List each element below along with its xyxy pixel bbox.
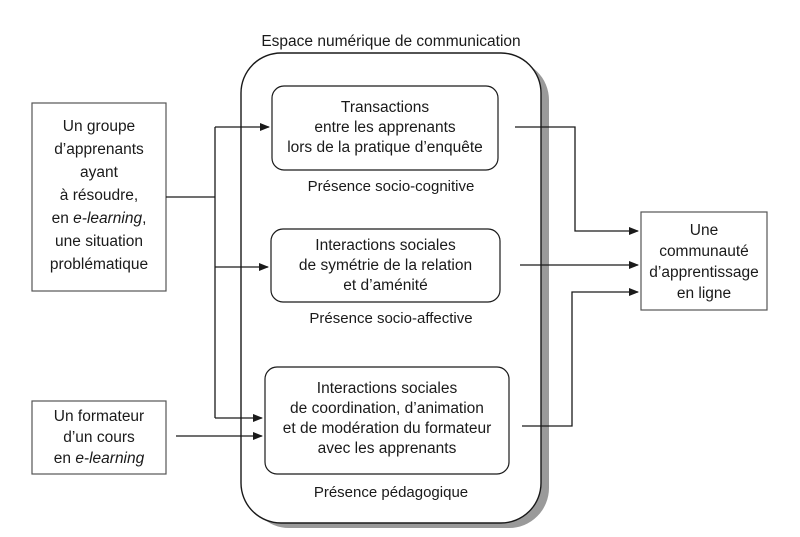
- trainer-line: Un formateur: [53, 408, 145, 425]
- cognitive-line: Transactions: [340, 99, 430, 116]
- group-line: une situation: [55, 233, 143, 250]
- learner-group-text: Un groupe d’apprenants ayant à résoudre,…: [32, 115, 166, 276]
- arrow-pedagogic-to-community: [522, 288, 639, 427]
- group-line: à résoudre,: [59, 187, 139, 204]
- pedagogic-box: [264, 366, 510, 475]
- online-community-box: [640, 211, 768, 311]
- group-line: d’apprenants: [54, 141, 144, 158]
- online-community-text: Une communauté d’apprentissage en ligne: [641, 220, 767, 304]
- group-line-prefix: en: [51, 210, 74, 227]
- trainer-box: [31, 400, 167, 475]
- socio-cognitive-caption: Présence socio-cognitive: [307, 178, 475, 195]
- pedagogic-line: et de modération du formateur: [282, 420, 492, 437]
- pedagogic-line: Interactions sociales: [316, 380, 458, 397]
- community-line: communauté: [659, 243, 749, 260]
- trainer-line-prefix: en: [53, 450, 76, 467]
- trainer-line: en e-learning: [32, 448, 166, 469]
- affective-line: et d’aménité: [343, 277, 428, 294]
- group-line: problématique: [49, 256, 149, 273]
- pedagogic-line: de coordination, d’animation: [290, 400, 484, 417]
- group-line-suffix: ,: [142, 210, 147, 227]
- group-line: ayant: [80, 164, 118, 181]
- socio-cognitive-box: [271, 85, 499, 171]
- community-line: Une: [689, 222, 719, 239]
- socio-cognitive-text: Transactions entre les apprenants lors d…: [272, 98, 498, 158]
- socio-affective-caption: Présence socio-affective: [309, 310, 473, 327]
- group-line: Un groupe: [62, 118, 136, 135]
- group-line: en e-learning,: [32, 207, 166, 230]
- affective-line: Interactions sociales: [315, 237, 456, 254]
- community-line: en ligne: [676, 285, 732, 302]
- pedagogic-line: avec les apprenants: [317, 440, 457, 457]
- cognitive-line: lors de la pratique d’enquête: [287, 139, 483, 156]
- affective-line: de symétrie de la relation: [298, 257, 473, 274]
- community-line: d’apprentissage: [649, 264, 759, 281]
- cognitive-line: entre les apprenants: [314, 119, 456, 136]
- diagram-title: Espace numérique de communication: [261, 33, 521, 50]
- group-line-emphasis: e-learning: [73, 210, 143, 227]
- pedagogic-text: Interactions sociales de coordination, d…: [265, 379, 509, 459]
- trainer-line-emphasis: e-learning: [75, 450, 145, 467]
- socio-affective-text: Interactions sociales de symétrie de la …: [271, 236, 500, 296]
- pedagogic-caption: Présence pédagogique: [313, 484, 469, 501]
- socio-affective-box: [270, 228, 501, 303]
- trainer-text: Un formateur d’un cours en e-learning: [32, 406, 166, 469]
- arrow-cognitive-to-community: [515, 126, 639, 235]
- trainer-line: d’un cours: [63, 429, 135, 446]
- learner-group-box: [31, 102, 167, 292]
